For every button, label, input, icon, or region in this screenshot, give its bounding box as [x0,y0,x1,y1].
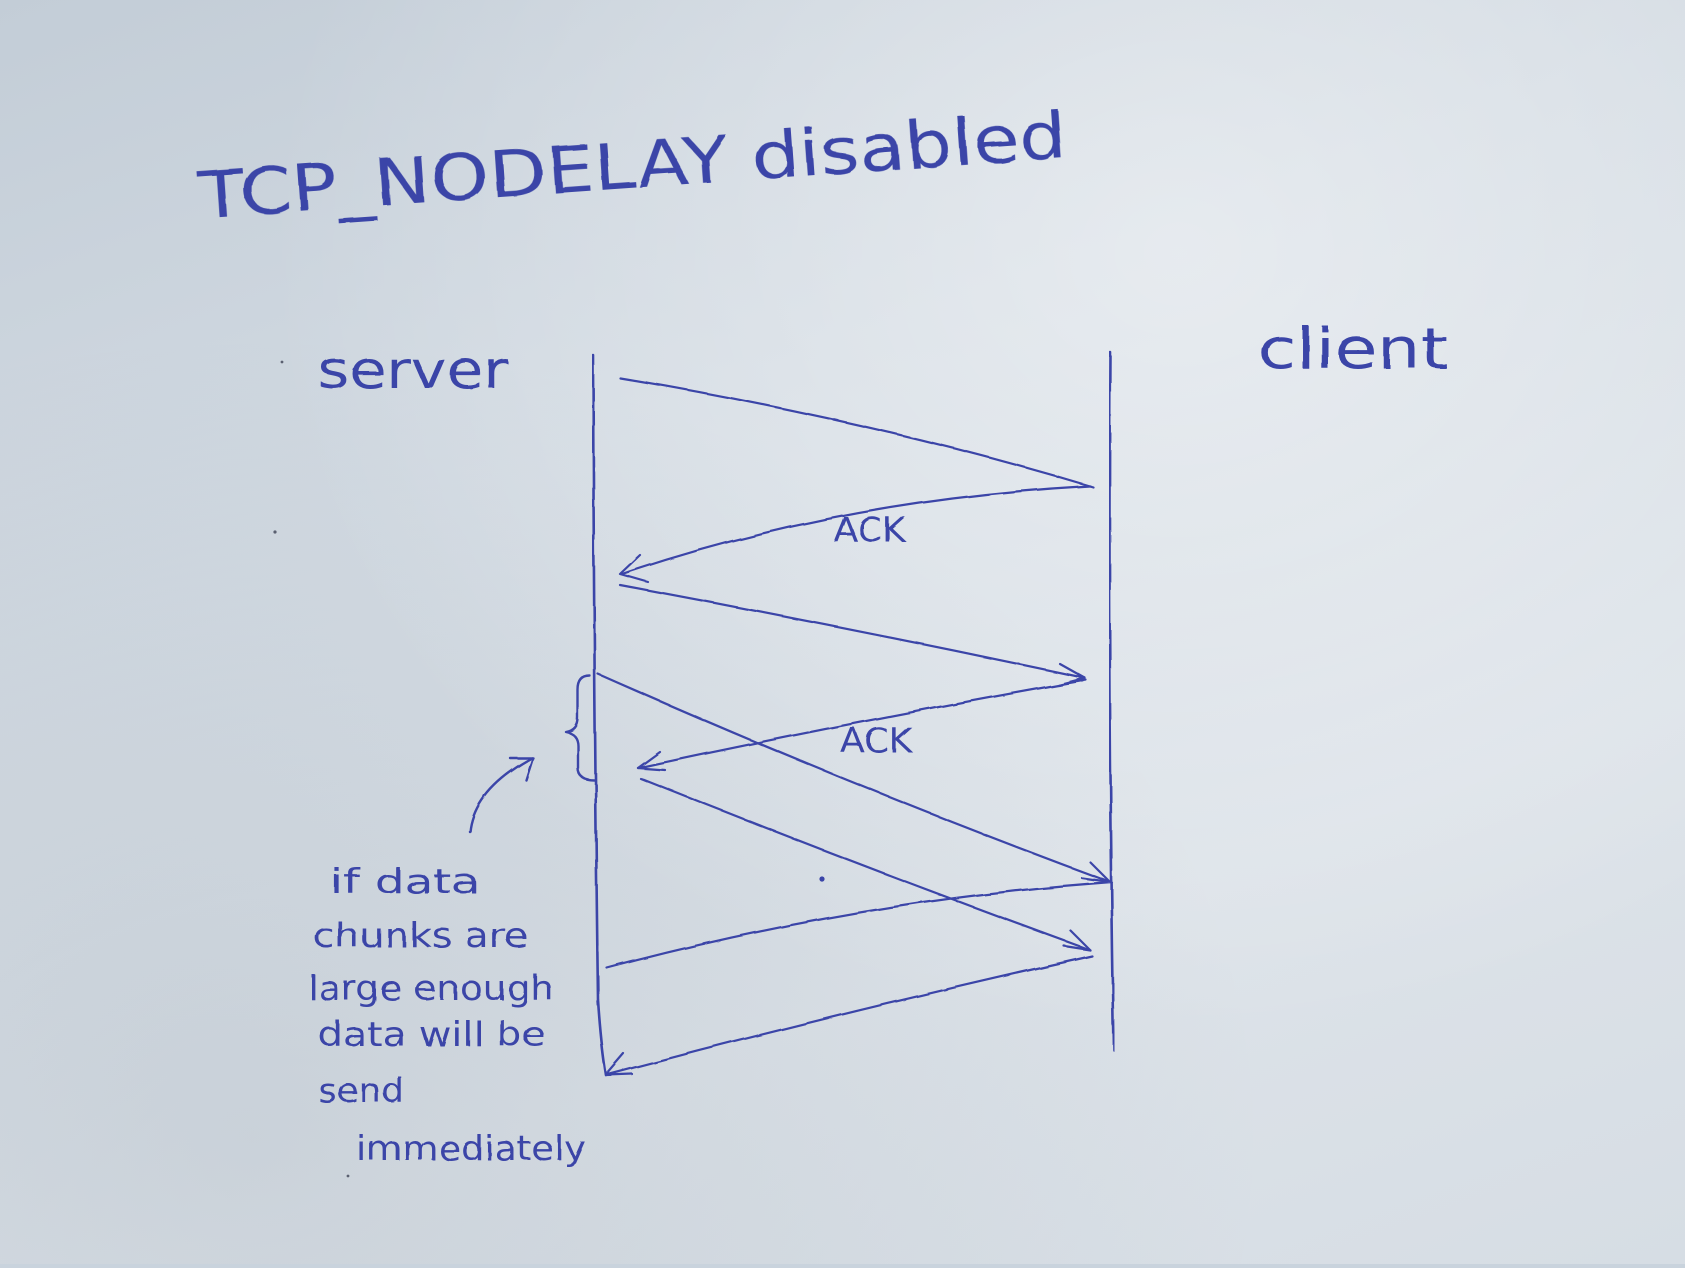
note-line: send [318,1071,404,1111]
note-pointer-arrow [468,756,535,834]
message-arrow [638,776,1092,952]
message-arrow [618,583,1087,687]
message-label-ack: ACK [834,511,908,551]
note-line: if data [330,862,480,902]
note-line: immediately [356,1129,586,1169]
participant-label-server: server [318,341,509,401]
participant-label-client: client [1258,317,1448,382]
client-lifeline [1108,350,1116,1052]
stray-dot [273,530,277,534]
annotation-note: if data chunks are large enough data wil… [308,862,586,1169]
server-lifeline [591,353,608,1077]
message-label-ack: ACK [840,721,914,761]
note-line: large enough [308,969,554,1009]
message-arrow [605,880,1114,970]
stray-dot [819,876,825,882]
message-arrow [604,954,1094,1077]
message-arrow [596,672,1112,884]
message-arrow [618,376,1095,489]
message-arrow [636,678,1088,772]
note-line: chunks are [313,916,528,956]
diagram-title: TCP_NODELAY disabled [195,99,1069,234]
grouping-brace [564,674,596,782]
stray-dot [346,1174,350,1178]
message-arrow [618,484,1092,584]
note-line: data will be [318,1015,546,1055]
stray-dot [280,360,284,364]
